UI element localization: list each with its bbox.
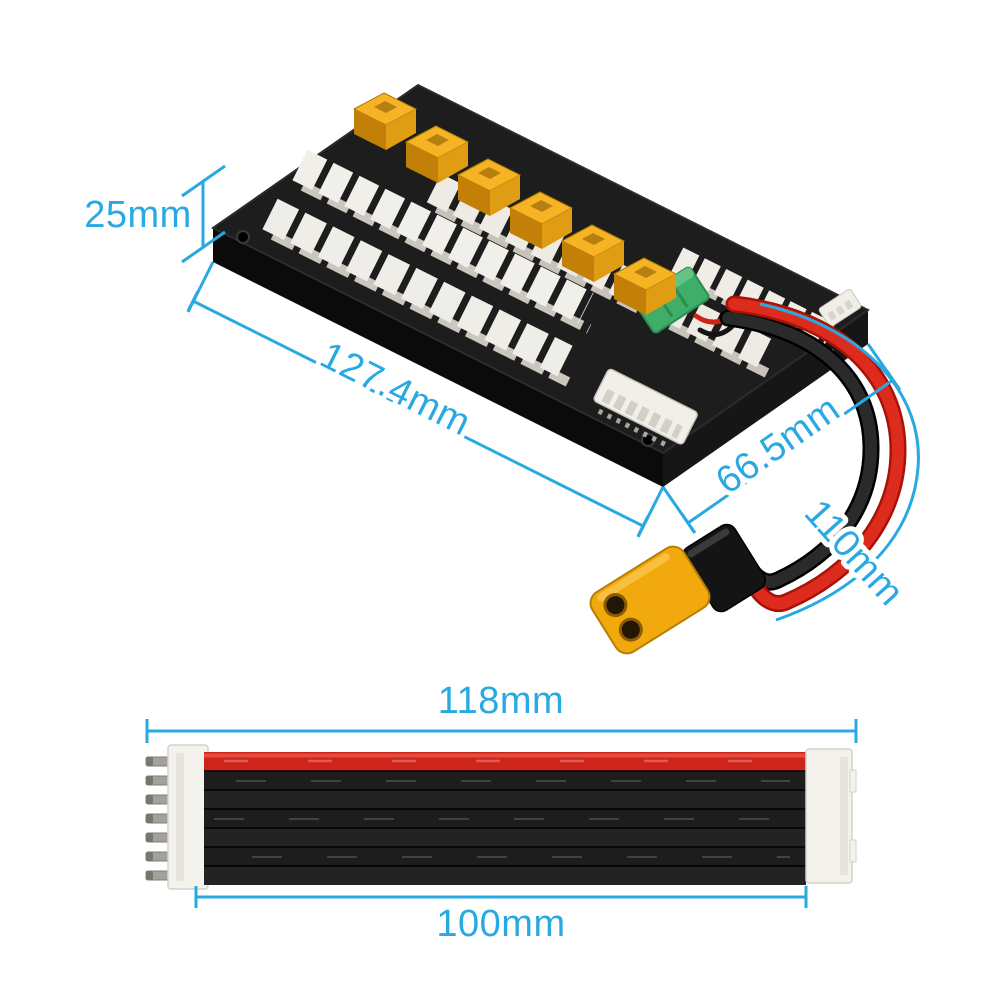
cable-wire-black [204,771,806,790]
connector-pin [145,832,171,843]
dimension-tick [636,515,650,537]
dim-cable-wire [194,886,808,908]
cable-wire-red-highlight [204,753,806,758]
plug-socket [603,593,628,618]
plug-cap-highlight [687,528,730,558]
connector-left-detail [176,753,184,881]
output-wire-black-core [722,312,878,589]
balance-port-strip [434,203,770,378]
dim-cable-overall [145,719,858,743]
dimension-tick [186,290,200,312]
dim-board-width [661,343,902,534]
plug-socket [618,617,643,642]
cable-connector-left [145,744,209,890]
dimension-tick [181,164,226,198]
connector-pin [145,870,171,881]
dimension-line [687,378,894,525]
dimension-tick [181,230,226,264]
edge-connector [593,368,698,450]
edge-connector-body [593,368,698,445]
dim-wire-length [759,302,920,622]
balance-port-strip [270,230,571,387]
cable-overall-label: 118mm [438,680,564,722]
dim-board-thickness [181,164,226,264]
cable-wire-black [204,866,806,885]
balance-port-strip [300,181,592,334]
edge-connector-slots [601,388,683,439]
cable-connector-right [805,748,857,884]
cable-wire-black [204,847,806,866]
ribbon-wires [204,752,806,885]
xt60-female-plug [589,545,711,655]
dim-board-length [186,261,665,538]
mounting-hole [236,230,250,244]
balance-port-strip [292,149,594,324]
corner-connector [818,289,862,327]
connector-pin [145,775,171,786]
balance-port-strip [670,247,836,349]
dimension-arc [759,302,920,622]
connector-pin [145,813,171,824]
board-side-left [213,228,663,487]
corner-connector-slot [827,298,856,321]
connector-right-tab [849,769,857,793]
output-leads [589,295,907,655]
connector-pin [145,756,171,767]
cable-wire-label: 100mm [436,903,565,945]
charging-board [211,83,870,487]
plug-body-highlight [597,553,670,602]
connector-right-detail [840,757,848,875]
connector-pin [145,851,171,862]
connector-right-tab [849,839,857,863]
dimension-line [192,299,644,528]
cable-wire-black [204,809,806,828]
connector-left-body [167,744,209,890]
connector-pin [145,794,171,805]
cable-wire-black [204,828,806,847]
board-thickness-label: 25mm [84,194,192,236]
dimension-tick [680,513,696,533]
cable-wire-black [204,790,806,809]
output-wire-red-core [728,298,905,610]
balance-cable [145,744,857,890]
balance-port-strip [262,198,573,377]
